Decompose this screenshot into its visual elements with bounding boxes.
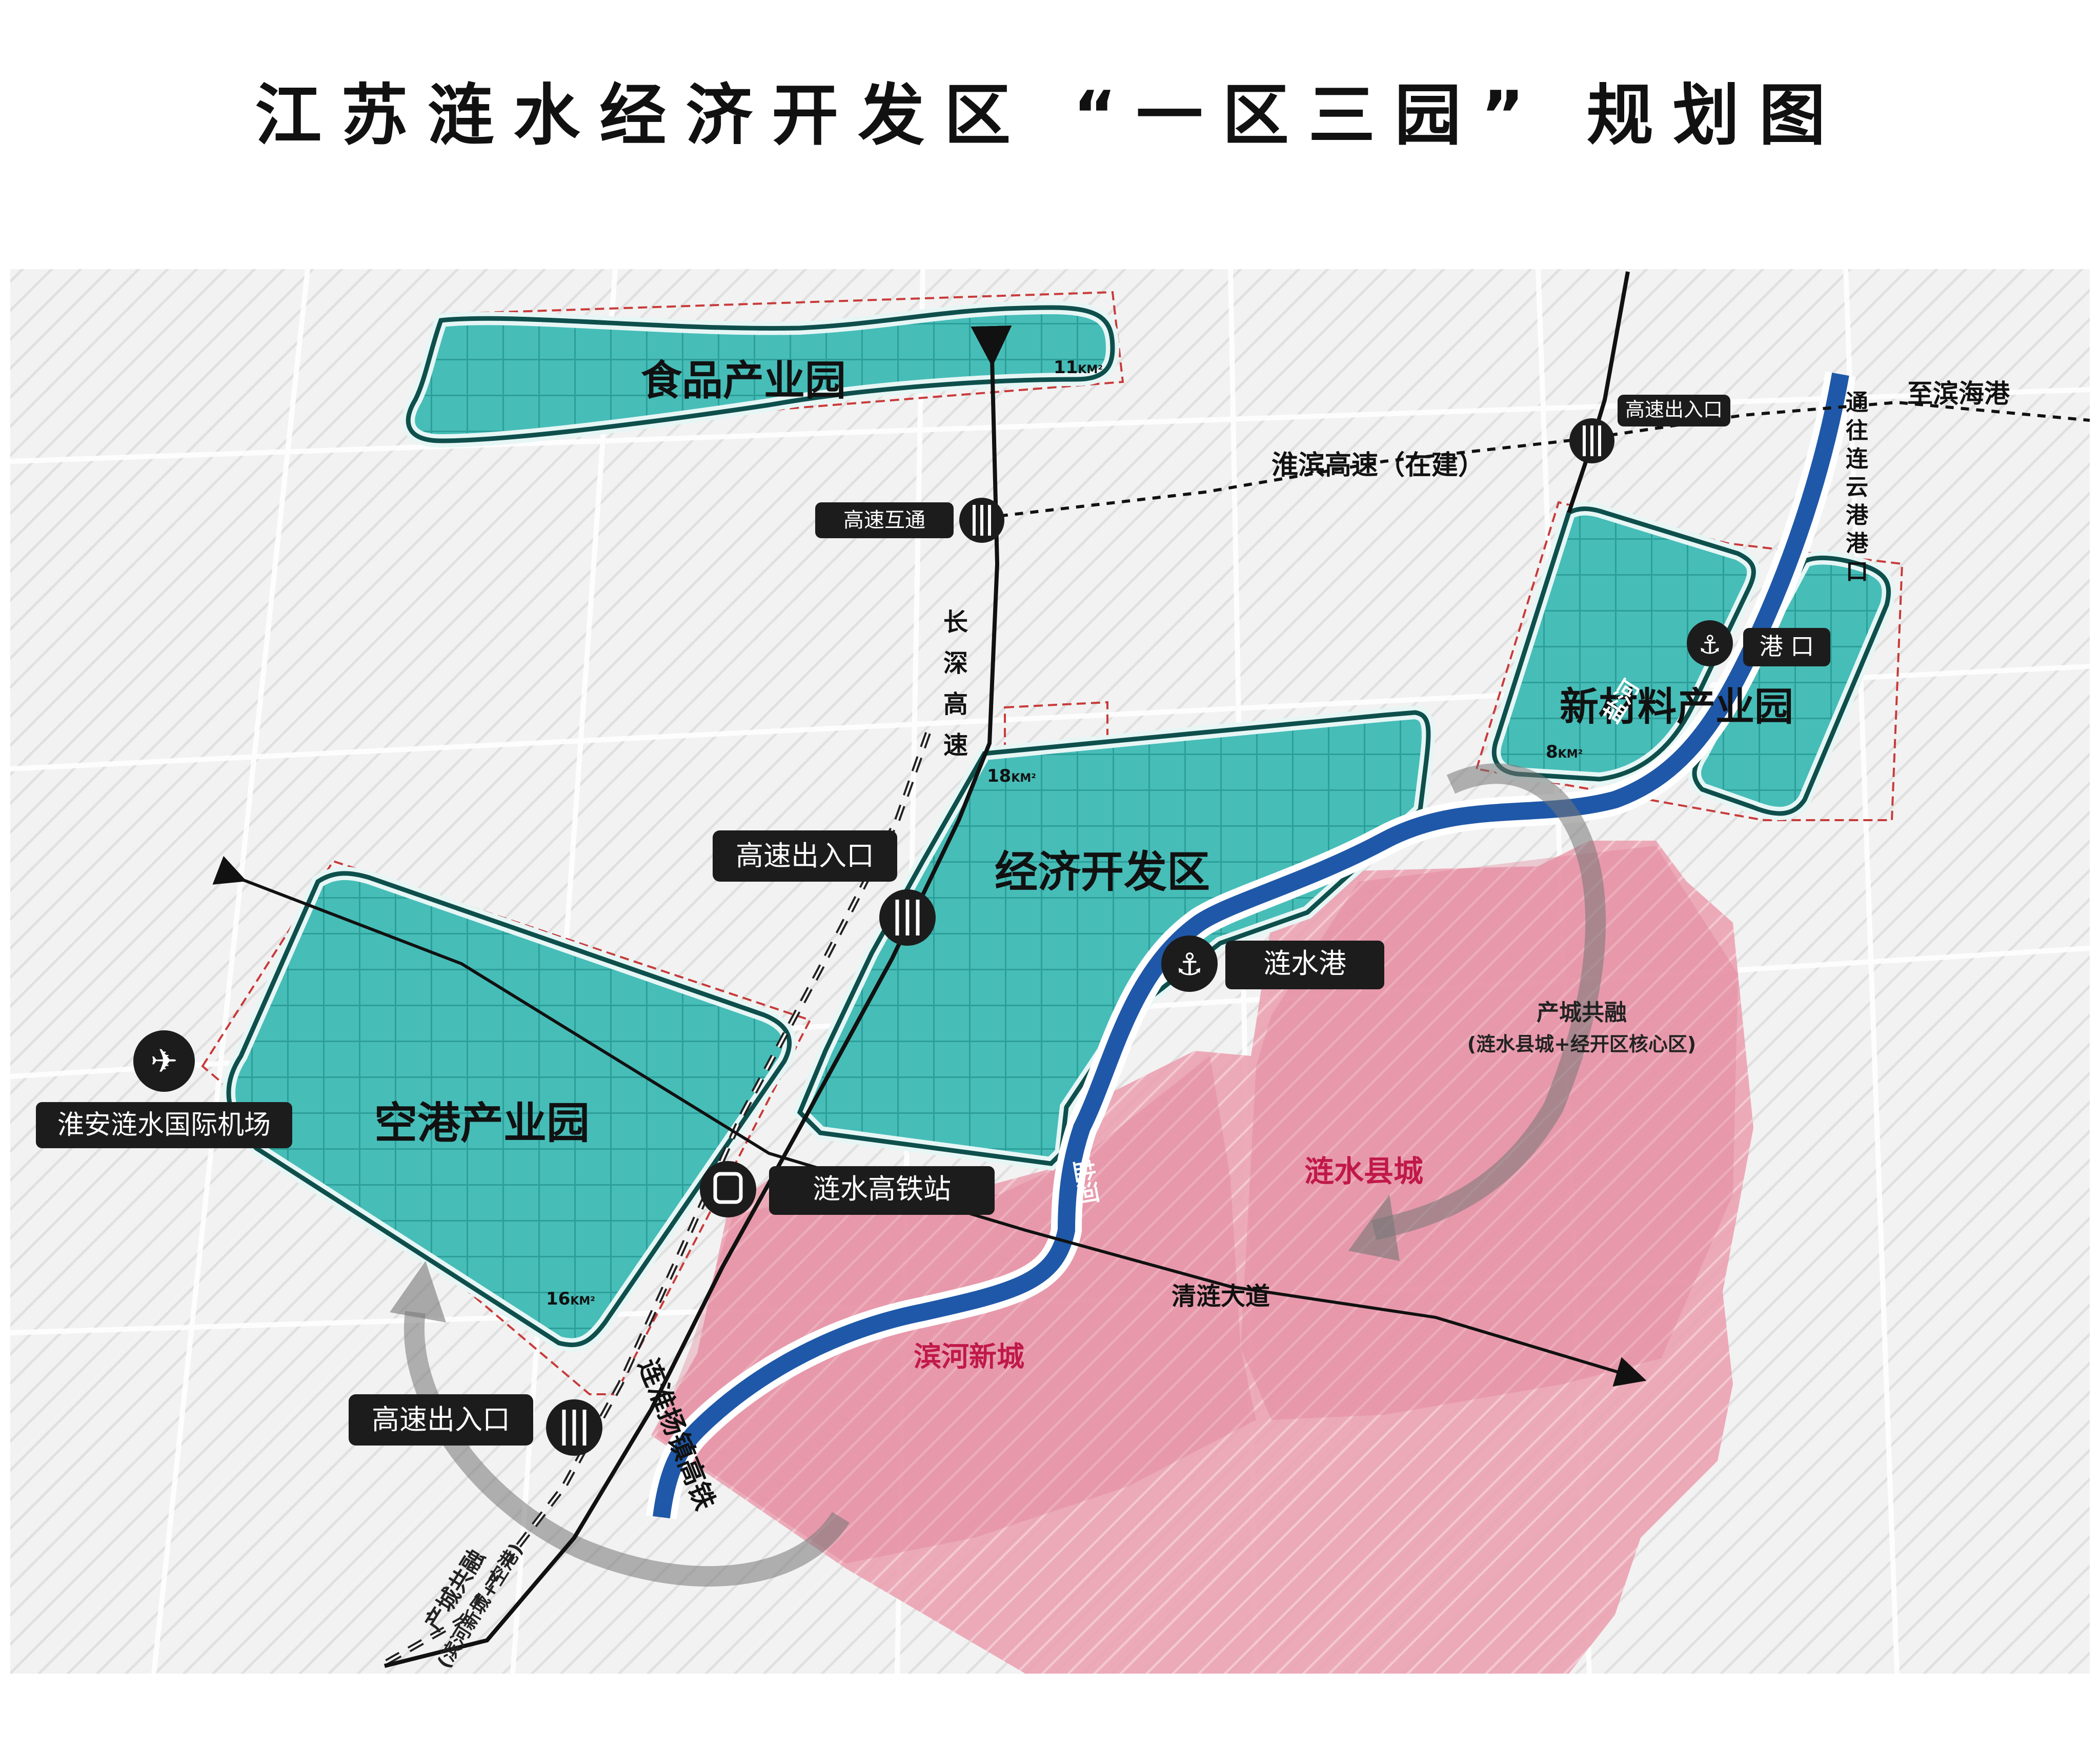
qinglian-road — [212, 856, 1647, 1387]
airplane-icon — [133, 1030, 195, 1092]
port-marker: ⚓ 涟水港 — [1161, 935, 1384, 992]
changshen-char: 长 — [943, 608, 968, 637]
interchange-label: 高速互通 — [843, 508, 925, 532]
airport-park-name: 空港产业园 — [374, 1098, 590, 1148]
station-marker: 涟水高铁站 — [700, 1161, 995, 1217]
fusion-east-title: 产城共融 — [1537, 1000, 1627, 1026]
econ-park-area: 18KM² — [987, 766, 1036, 786]
huaibin-expressway — [984, 400, 2090, 519]
huaibin-label: 淮滨高速（在建） — [1271, 450, 1485, 481]
svg-text:⚓: ⚓ — [1176, 947, 1203, 983]
food-park-area: 11KM² — [1054, 357, 1103, 378]
anchor-icon — [1161, 935, 1218, 992]
to-binhai-label: 至滨海港 — [1907, 379, 2010, 409]
qinglian-label: 清涟大道 — [1172, 1282, 1270, 1311]
county-name: 涟水县城 — [1304, 1154, 1423, 1189]
highway-interchange: 高速互通 — [815, 498, 1004, 543]
page-title: 江苏涟水经济开发区 “一区三园” 规划图 — [255, 76, 1845, 154]
lianyungang-char: 云 — [1846, 474, 1868, 500]
lianyungang-char: 往 — [1846, 418, 1868, 444]
lianyungang-char: 连 — [1846, 446, 1868, 472]
airport-label: 淮安涟水国际机场 — [57, 1110, 271, 1141]
econ-park-name: 经济开发区 — [995, 847, 1210, 897]
material-park-name: 新材料产业园 — [1560, 684, 1793, 729]
train-icon — [700, 1161, 756, 1217]
food-park-name: 食品产业园 — [641, 357, 846, 404]
lianyungang-char: 港 — [1846, 531, 1869, 557]
highway-exit-top: 高速出入口 — [1569, 395, 1730, 463]
lianyungang-char: 港 — [1846, 502, 1869, 528]
material-park-area: 8KM² — [1546, 742, 1583, 762]
changshen-label: 长 深 高 速 — [943, 608, 968, 760]
svg-text:⚓: ⚓ — [1699, 630, 1722, 660]
lianyungang-char: 通 — [1846, 390, 1868, 416]
anchor-icon — [1687, 620, 1733, 666]
exit-bottom-label: 高速出入口 — [372, 1403, 510, 1436]
fusion-arrow-west — [404, 1311, 850, 1587]
material-park-boundary — [1475, 501, 1904, 821]
highway-exit-bottom: 高速出入口 — [349, 1394, 602, 1456]
railway-line-white — [384, 732, 929, 1664]
port-label: 涟水港 — [1263, 947, 1346, 980]
exit-top-label: 高速出入口 — [1625, 398, 1723, 421]
svg-text:✈: ✈ — [150, 1043, 178, 1081]
changshen-char: 速 — [943, 731, 968, 760]
changshen-char: 高 — [943, 690, 968, 719]
material-park-east-outline — [1692, 555, 1891, 816]
changshen-char: 深 — [943, 649, 968, 678]
highway-exit-mid: 高速出入口 — [713, 830, 936, 946]
binhe-name: 滨河新城 — [914, 1340, 1024, 1373]
airport-marker: ✈ 淮安涟水国际机场 — [36, 1030, 292, 1148]
lianyungang-char: 口 — [1846, 559, 1868, 585]
fusion-east-sub: (涟水县城+经开区核心区) — [1467, 1033, 1697, 1055]
airport-park-area: 16KM² — [546, 1289, 595, 1309]
port2-marker: ⚓ 港 口 — [1687, 620, 1830, 666]
food-park-outline — [406, 305, 1115, 443]
lianyungang-label: 通 往 连 云 港 港 口 — [1846, 390, 1869, 585]
exit-mid-label: 高速出入口 — [736, 840, 874, 872]
port2-label: 港 口 — [1760, 633, 1814, 660]
station-label: 涟水高铁站 — [813, 1173, 951, 1205]
